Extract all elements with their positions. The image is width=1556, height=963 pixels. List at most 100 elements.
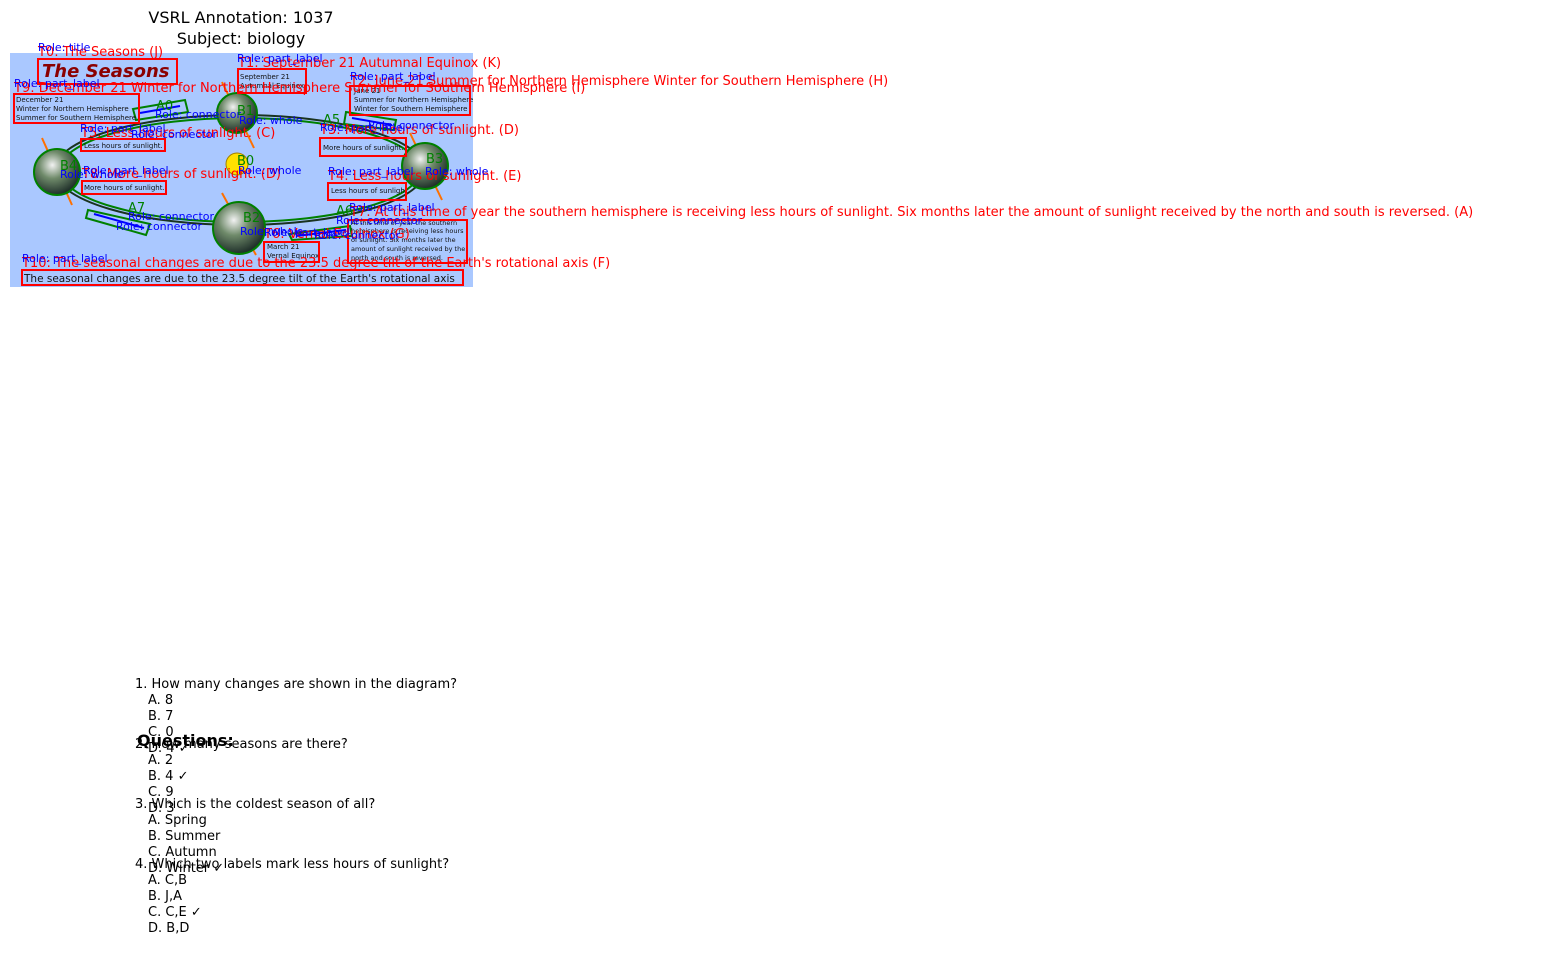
role-whole-b4: Role: whole xyxy=(60,168,124,181)
question-4-option-c: C. C,E ✓ xyxy=(148,905,202,920)
image-mar-line2: Vernal Equinox xyxy=(267,252,319,260)
annotation-more-d-left: T8: More hours of sunlight. (D) xyxy=(81,167,281,182)
question-4-option-a: A. C,B xyxy=(148,873,188,888)
annotation-t0: T0: The Seasons (J) xyxy=(37,45,163,60)
role-part-label-less-left: Role: part_label xyxy=(80,122,166,135)
role-part-label-dec: Role: part_label xyxy=(14,77,100,90)
question-3-option-d: D. Winter ✓ xyxy=(148,861,225,876)
role-connector-a7: Role: connector xyxy=(128,210,214,223)
image-mar-line1: March 21 xyxy=(267,243,299,251)
image-title: The Seasons xyxy=(42,61,170,82)
connector-arrow-a7 xyxy=(93,213,145,229)
image-dec-line3: Summer for Southern Hemisphere xyxy=(16,114,136,122)
blob-id-a0: A0 xyxy=(156,99,173,114)
box-less-left xyxy=(80,138,166,152)
role-whole-b3: Role: whole xyxy=(425,165,489,178)
question-1-option-c: C. 0 xyxy=(148,725,174,740)
box-jun xyxy=(349,85,471,116)
role-part-label-mar: Role: part_label xyxy=(264,226,350,239)
figure-title-line1: VSRL Annotation: 1037 xyxy=(148,8,334,27)
image-more-right: More hours of sunlight. xyxy=(323,144,404,152)
role-part-label-note: Role: part_label xyxy=(349,201,435,214)
box-mar xyxy=(263,241,320,263)
questions-title: Questions: xyxy=(137,731,234,750)
role-connector-a7b: Role: connector xyxy=(116,220,202,233)
blob-id-a5: A5 xyxy=(323,113,340,128)
question-3-option-a: A. Spring xyxy=(148,813,207,828)
question-1-option-a: A. 8 xyxy=(148,693,174,708)
role-connector-b: Role: connector xyxy=(131,128,217,141)
role-part-label-more-left: Role: part_label xyxy=(83,164,169,177)
role-title: Role: title xyxy=(38,41,91,54)
sun-icon xyxy=(225,152,249,176)
question-2-option-a: A. 2 xyxy=(148,753,174,768)
annotation-more-d-right: T3: More hours of sunlight. (D) xyxy=(319,123,519,138)
connector-a6 xyxy=(287,224,354,242)
role-connector-a5: Role: connector xyxy=(368,119,454,132)
annotation-note: T7: At this time of year the southern he… xyxy=(349,205,1473,220)
role-whole-b2: Role: whole xyxy=(240,225,304,238)
question-1: 1. How many changes are shown in the dia… xyxy=(135,677,458,692)
annotation-less-c: T5: Less hours of sunlight. (C) xyxy=(80,126,275,141)
question-3-option-c: C. Autumn xyxy=(148,845,217,860)
connector-a7 xyxy=(84,208,152,237)
question-4-option-d: D. B,D xyxy=(148,921,190,936)
blob-id-b4: B4 xyxy=(60,159,77,174)
image-note-line3: of sunlight. Six months later the xyxy=(351,236,456,244)
annotation-t4: T4: Less hours of sunlight. (E) xyxy=(327,169,521,184)
red-boxes xyxy=(13,58,471,286)
image-bottom-text: The seasonal changes are due to the 23.5… xyxy=(23,273,455,285)
image-note-line1: At this time of year the southern xyxy=(351,219,457,227)
box-more-left xyxy=(81,180,167,195)
image-dec-line2: Winter for Northern Hemisphere xyxy=(16,105,129,113)
question-2-option-b: B. 4 ✓ xyxy=(148,769,189,784)
box-sep xyxy=(237,68,307,94)
question-3: 3. Which is the coldest season of all? xyxy=(135,797,376,812)
annotation-t6: T6: Vernal Equinox (G) xyxy=(263,227,410,242)
blob-id-a7: A7 xyxy=(128,201,145,216)
image-sep-line2: Autumnal Equinox xyxy=(240,82,304,90)
box-bottom xyxy=(21,269,464,286)
image-note-line4: amount of sunlight received by the xyxy=(351,245,465,253)
image-note-line5: north and south is reversed. xyxy=(351,254,443,262)
image-jun-line2: Summer for Northern Hemisphere xyxy=(354,96,473,104)
image-sep-line1: September 21 xyxy=(240,73,290,81)
question-2-option-c: C. 9 xyxy=(148,785,174,800)
role-whole-b0: Role: whole xyxy=(238,164,302,177)
role-connector-a0: Role: connector xyxy=(155,108,241,121)
image-less-right: Less hours of sunlight. xyxy=(331,187,410,195)
question-2: 2. How many seasons are there? xyxy=(135,737,348,752)
role-part-label-more-right: Role: part_label xyxy=(320,121,406,134)
image-jun-line3: Winter for Southern Hemisphere xyxy=(354,105,467,113)
blob-id-a6: A6 xyxy=(336,204,353,219)
box-title xyxy=(37,58,178,85)
role-whole-b1: Role: whole xyxy=(239,114,303,127)
question-4: 4. Which two labels mark less hours of s… xyxy=(135,857,450,872)
image-less-left: Less hours of sunlight. xyxy=(84,142,163,150)
connector-arrow-a0 xyxy=(139,105,181,114)
image-jun-line1: June 21 xyxy=(353,87,380,95)
annotation-t1: T1: September 21 Autumnal Equinox (K) xyxy=(237,56,501,71)
question-3-option-b: B. Summer xyxy=(148,829,221,844)
blob-id-b0: B0 xyxy=(237,154,254,169)
connector-a0 xyxy=(131,98,190,122)
connector-a5 xyxy=(342,110,398,132)
question-2-option-d: D. 3 xyxy=(148,801,175,816)
blob-id-b3: B3 xyxy=(426,152,443,167)
earth-june xyxy=(401,142,449,190)
role-connector-a6b: Role: connector xyxy=(314,229,400,242)
image-more-left: More hours of sunlight. xyxy=(84,184,165,192)
box-more-right xyxy=(319,137,407,157)
blob-id-b2: B2 xyxy=(243,211,260,226)
role-part-label-less-right: Role: part_label xyxy=(328,165,414,178)
box-dec xyxy=(13,93,140,124)
earth-december xyxy=(33,148,81,196)
role-part-label-bottom: Role: part_label xyxy=(22,252,108,265)
role-connector-a6: Role: connector xyxy=(336,214,422,227)
connector-arrow-a6 xyxy=(295,229,347,237)
role-part-label-jun: Role: part_label xyxy=(350,70,436,83)
role-part-label-sep: Role: part_label xyxy=(237,52,323,65)
image-dec-line1: December 21 xyxy=(16,96,63,104)
earth-march xyxy=(212,201,266,255)
